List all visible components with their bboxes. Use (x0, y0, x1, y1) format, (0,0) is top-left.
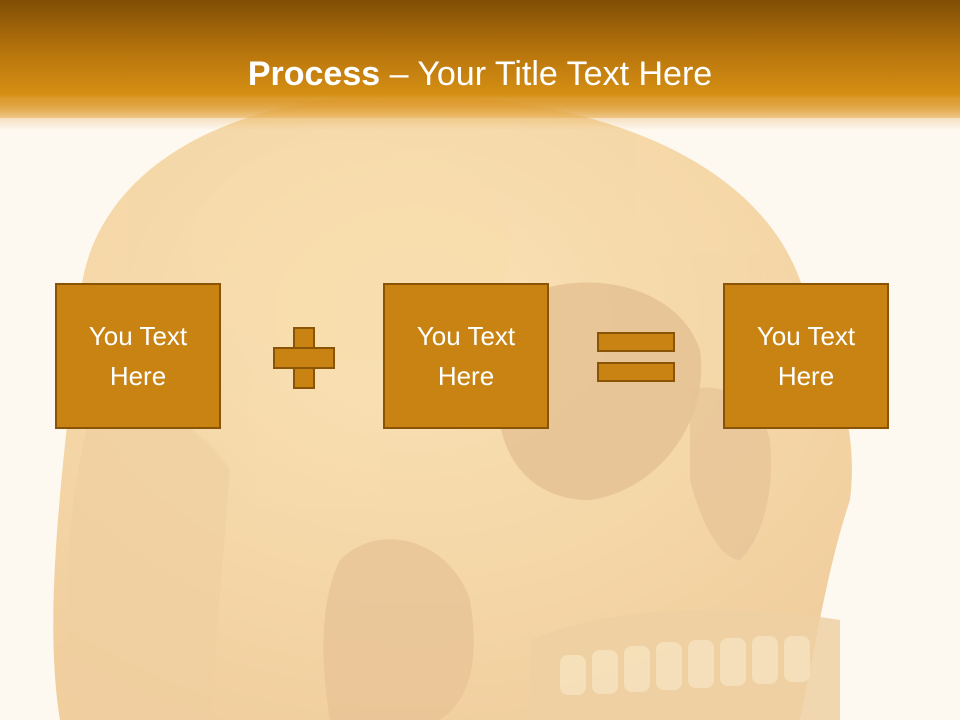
slide-title: Process – Your Title Text Here (0, 50, 960, 98)
title-bold-part: Process (247, 55, 381, 93)
process-box-1-text: You Text Here (88, 321, 188, 391)
process-box-2[interactable]: You Text Here (383, 283, 549, 429)
title-rest-part: – Your Title Text Here (380, 55, 713, 93)
process-box-2-text: You Text Here (416, 321, 516, 391)
plus-icon (273, 327, 335, 389)
title-bar-fade (0, 100, 960, 130)
process-box-3-text: You Text Here (756, 321, 856, 391)
title-bar (0, 0, 960, 118)
process-box-3[interactable]: You Text Here (723, 283, 889, 429)
process-box-1[interactable]: You Text Here (55, 283, 221, 429)
